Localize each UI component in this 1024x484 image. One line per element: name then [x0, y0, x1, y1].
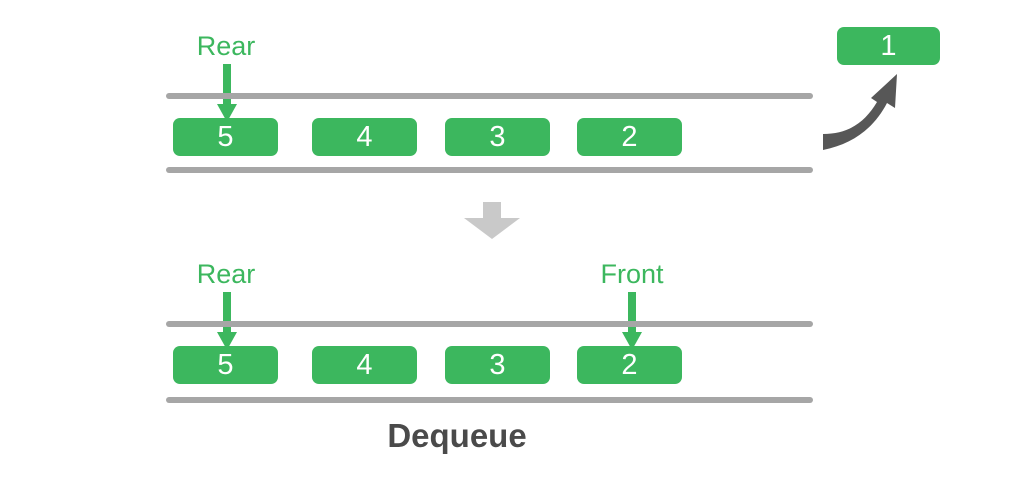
bottom-queue-cell[interactable]: 3 [445, 346, 550, 384]
bottom-front-pointer-arrow [622, 292, 642, 350]
bottom-rear-pointer-arrow [217, 292, 237, 350]
top-rear-pointer-arrow [217, 64, 237, 122]
bottom-queue-cell[interactable]: 2 [577, 346, 682, 384]
top-rear-label: Rear [196, 31, 256, 61]
top-rail-upper [166, 93, 813, 99]
transition-down-arrow-icon [464, 202, 520, 239]
dequeued-element-cell[interactable]: 1 [837, 27, 940, 65]
top-queue-cell[interactable]: 3 [445, 118, 550, 156]
bottom-rear-label: Rear [196, 259, 256, 289]
bottom-queue-cell[interactable]: 5 [173, 346, 278, 384]
top-queue-cell[interactable]: 4 [312, 118, 417, 156]
bottom-rail-lower [166, 397, 813, 403]
top-rail-lower [166, 167, 813, 173]
top-queue-cell[interactable]: 5 [173, 118, 278, 156]
diagram-caption: Dequeue [387, 417, 527, 454]
curved-dequeue-arrow-icon [823, 74, 897, 150]
top-queue-cell[interactable]: 2 [577, 118, 682, 156]
bottom-queue-cell[interactable]: 4 [312, 346, 417, 384]
bottom-front-label: Front [600, 259, 664, 289]
bottom-rail-upper [166, 321, 813, 327]
